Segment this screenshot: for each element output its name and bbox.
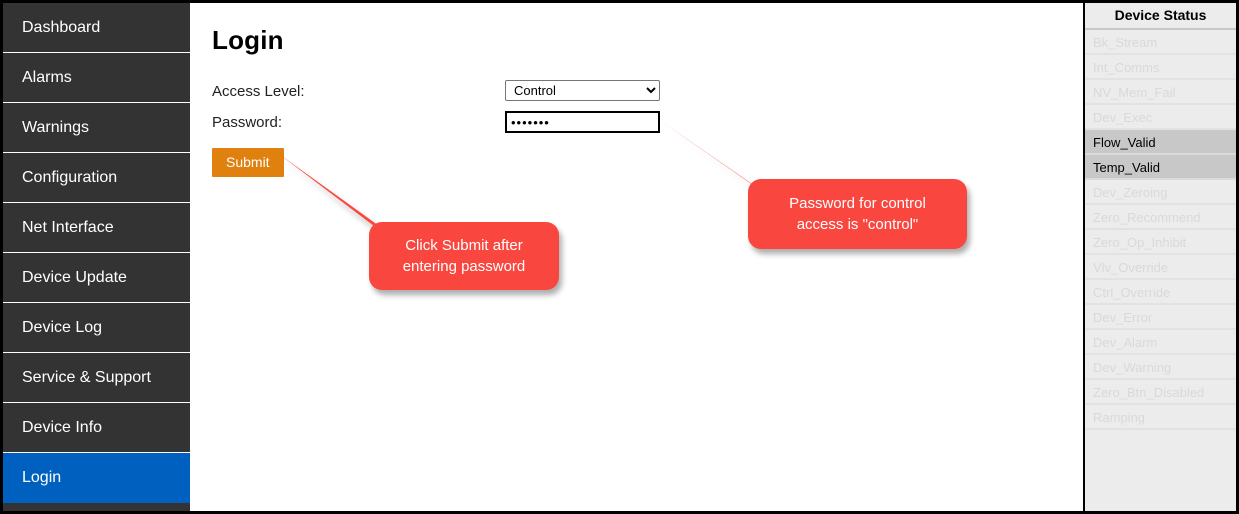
- password-input[interactable]: [505, 111, 660, 133]
- status-row[interactable]: Dev_Exec: [1085, 105, 1236, 130]
- status-row[interactable]: Zero_Op_Inhibit: [1085, 230, 1236, 255]
- sidebar-item-label: Device Info: [22, 419, 103, 436]
- status-row[interactable]: Flow_Valid: [1085, 130, 1236, 155]
- status-row[interactable]: Dev_Alarm: [1085, 330, 1236, 355]
- sidebar-item-label: Login: [22, 469, 62, 486]
- sidebar-item-device-log[interactable]: Device Log: [3, 303, 190, 353]
- status-row[interactable]: Zero_Btn_Disabled: [1085, 380, 1236, 405]
- status-row[interactable]: Ramping: [1085, 405, 1236, 430]
- callout-submit[interactable]: Click Submit after entering password: [369, 222, 559, 290]
- callout-password-line2: access is "control": [796, 216, 919, 233]
- sidebar-item-label: Service & Support: [22, 369, 151, 386]
- sidebar-item-device-info[interactable]: Device Info: [3, 403, 190, 453]
- sidebar-item-label: Device Update: [22, 269, 127, 286]
- sidebar-item-label: Alarms: [22, 69, 72, 86]
- device-status-panel: Device Status Bk_Stream Int_Comms NV_Mem…: [1085, 3, 1236, 511]
- status-row[interactable]: Ctrl_Override: [1085, 280, 1236, 305]
- status-row[interactable]: Dev_Warning: [1085, 355, 1236, 380]
- sidebar-item-label: Configuration: [22, 169, 118, 186]
- status-row[interactable]: Dev_Error: [1085, 305, 1236, 330]
- status-row[interactable]: NV_Mem_Fail: [1085, 80, 1236, 105]
- sidebar-nav: Dashboard Alarms Warnings Configuration …: [3, 3, 190, 511]
- main-content: Login Access Level: Password: Control Su…: [190, 3, 1083, 511]
- callout-password-text: Password for control access is "control": [789, 193, 926, 235]
- sidebar-item-device-update[interactable]: Device Update: [3, 253, 190, 303]
- panel-divider: [1083, 3, 1085, 511]
- status-row[interactable]: Dev_Zeroing: [1085, 180, 1236, 205]
- callout-submit-line2: entering password: [402, 258, 526, 275]
- sidebar-item-dashboard[interactable]: Dashboard: [3, 3, 190, 53]
- sidebar-item-service-support[interactable]: Service & Support: [3, 353, 190, 403]
- status-row[interactable]: Temp_Valid: [1085, 155, 1236, 180]
- status-row[interactable]: Vlv_Override: [1085, 255, 1236, 280]
- sidebar-item-label: Net Interface: [22, 219, 114, 236]
- sidebar-item-configuration[interactable]: Configuration: [3, 153, 190, 203]
- sidebar-item-label: Device Log: [22, 319, 103, 336]
- sidebar-item-warnings[interactable]: Warnings: [3, 103, 190, 153]
- sidebar-item-label: Dashboard: [22, 19, 101, 36]
- status-row[interactable]: Int_Comms: [1085, 55, 1236, 80]
- sidebar-item-net-interface[interactable]: Net Interface: [3, 203, 190, 253]
- sidebar-item-login[interactable]: Login: [3, 453, 190, 503]
- status-row[interactable]: Bk_Stream: [1085, 30, 1236, 55]
- page-title: Login: [212, 25, 284, 55]
- access-level-field: Control: [505, 80, 660, 101]
- access-level-label: Access Level:: [212, 83, 305, 100]
- sidebar-item-alarms[interactable]: Alarms: [3, 53, 190, 103]
- callout-submit-text: Click Submit after entering password: [403, 235, 526, 277]
- submit-button[interactable]: Submit: [212, 148, 284, 177]
- access-level-select[interactable]: Control: [505, 80, 660, 101]
- password-label: Password:: [212, 114, 283, 131]
- device-status-header: Device Status: [1085, 3, 1236, 30]
- callout-submit-line1: Click Submit after: [405, 237, 523, 254]
- sidebar-item-label: Warnings: [22, 119, 89, 136]
- callout-password-line1: Password for control: [789, 195, 926, 212]
- callout-password[interactable]: Password for control access is "control": [748, 179, 967, 249]
- password-field: [505, 111, 660, 133]
- status-row[interactable]: Zero_Recommend: [1085, 205, 1236, 230]
